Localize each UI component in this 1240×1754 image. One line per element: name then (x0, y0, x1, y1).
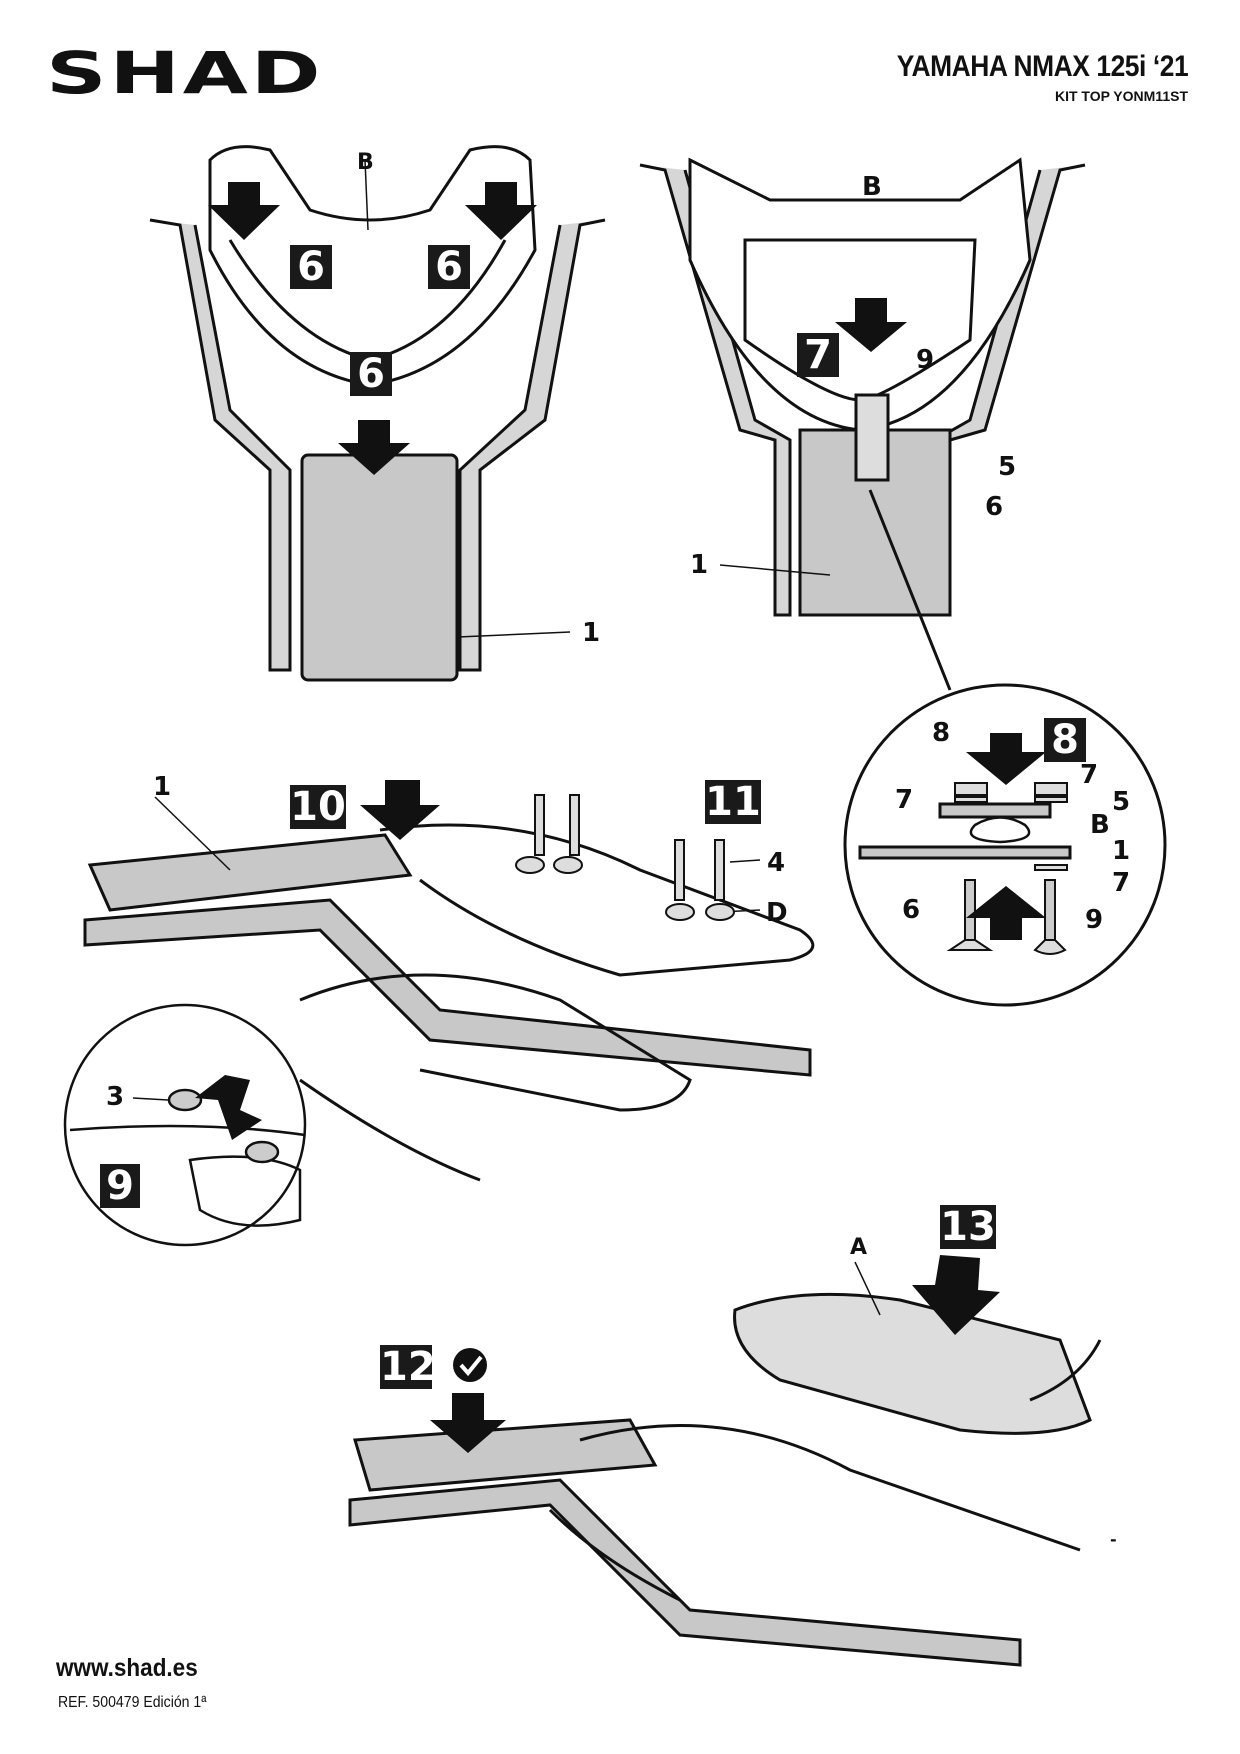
label-5: 5 (1112, 787, 1131, 817)
label-6: 6 (985, 492, 1004, 522)
kit-code: KIT TOP YONM11ST (1054, 88, 1188, 104)
label-6: 6 (902, 895, 921, 925)
label-A: A (850, 1235, 868, 1260)
detail-circle-step-9 (63, 1003, 307, 1247)
label-7: 7 (895, 785, 914, 815)
reference-number: REF. 500479 Edición 1ª (58, 1694, 207, 1711)
step-badge-8: 8 (1044, 718, 1086, 762)
label-1: 1 (582, 618, 601, 648)
detail-circle-step-8 (843, 683, 1167, 1007)
label-1: 1 (153, 772, 172, 802)
label-9: 9 (916, 345, 935, 375)
figure-2-arrow (835, 298, 907, 352)
shad-logo: SHAD (46, 39, 324, 107)
figure-3-bolts-washers (515, 794, 735, 921)
check-icon (459, 1355, 483, 1377)
figure-4-final-assembly (348, 1261, 1102, 1667)
step-badge-13: 13 (940, 1204, 996, 1250)
website-link[interactable]: www.shad.es (56, 1654, 198, 1682)
label-B: B (862, 172, 882, 202)
label-5: 5 (998, 452, 1017, 482)
figure-2-rack-rear-view (639, 157, 1086, 691)
step-badge-7: 7 (797, 333, 839, 377)
label-1: 1 (690, 550, 709, 580)
label-4: 4 (767, 848, 786, 878)
figure-4-arrows (430, 1255, 1000, 1453)
figure-3-arrow (360, 780, 440, 840)
label-8: 8 (932, 718, 951, 748)
detail-9-arrow (195, 1075, 262, 1140)
step-badge-11: 11 (705, 779, 761, 825)
step-badge-12: 12 (380, 1344, 436, 1390)
label-7: 7 (1112, 868, 1131, 898)
model-title: YAMAHA NMAX 125i ‘21 (896, 50, 1189, 83)
detail-arrows (966, 733, 1046, 940)
label-3: 3 (106, 1082, 125, 1112)
figure-3-rack-on-bike (83, 796, 815, 1182)
step-badge-6b: 6 (428, 245, 470, 289)
figure-1-rack-top-view (149, 145, 606, 682)
step-badge-10: 10 (290, 784, 346, 830)
step-badge-6a: 6 (290, 245, 332, 289)
label-B: B (1090, 810, 1110, 840)
figure-1-arrows (208, 182, 537, 475)
step-badge-6c: 6 (350, 352, 392, 396)
label-D: D (766, 898, 788, 928)
label-7: 7 (1080, 760, 1099, 790)
label-B: B (357, 150, 374, 175)
label-dash: - (1110, 1530, 1117, 1549)
label-1: 1 (1112, 836, 1131, 866)
label-9: 9 (1085, 905, 1104, 935)
step-badge-9: 9 (100, 1164, 140, 1208)
